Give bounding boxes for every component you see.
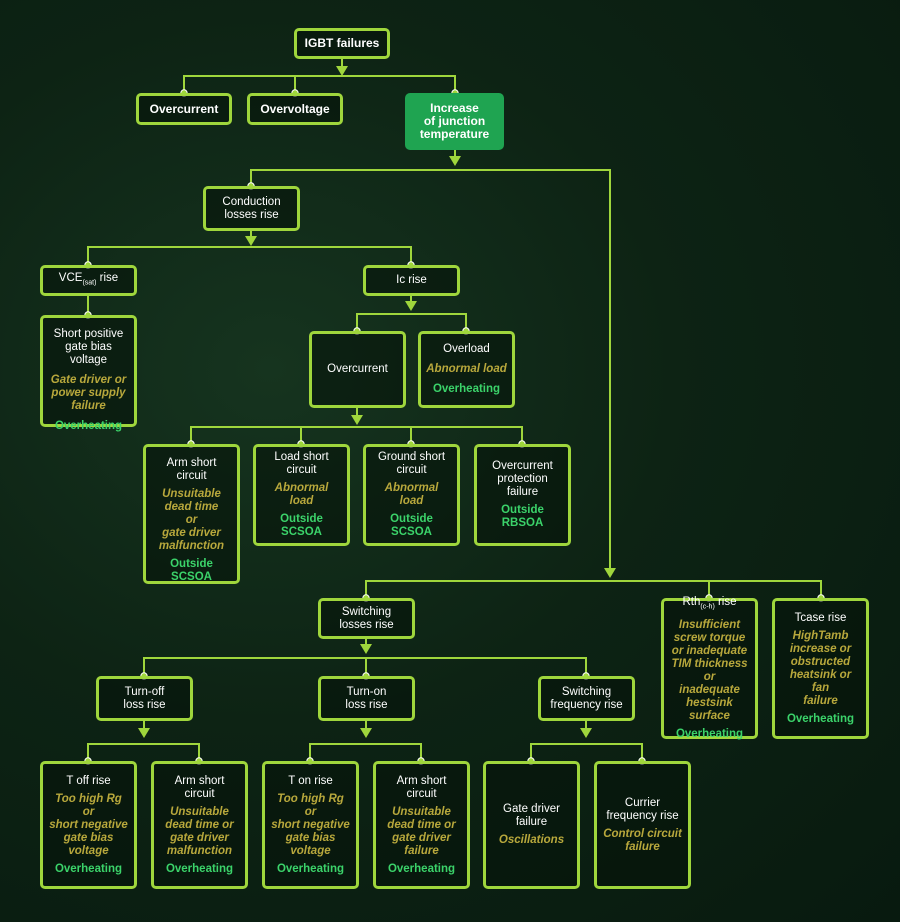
node-result: Overheating: [165, 862, 234, 875]
overcurrent-mid-node: Overcurrent: [309, 331, 406, 408]
connector-arrow: [138, 728, 150, 738]
turn-off-loss-node: Turn-off loss rise: [96, 676, 193, 721]
node-title: Turn-off loss rise: [123, 685, 166, 711]
node-title: Ground short circuit: [377, 451, 446, 476]
node-result: Outside SCSOA: [280, 513, 323, 538]
connector-arrow: [360, 644, 372, 654]
connector-arrow: [449, 156, 461, 166]
rth-rise-node: Rth(c-h) rise Insufficient screw torque …: [661, 596, 758, 740]
tcase-rise-node: Tcase rise HighTamb increase or obstruct…: [772, 598, 869, 739]
node-result: Overheating: [387, 862, 456, 875]
connector-line: [87, 743, 200, 761]
node-result: Overheating: [54, 420, 123, 432]
connector-arrow: [580, 728, 592, 738]
connector-arrow: [405, 301, 417, 311]
arm-short-circuit-node-3: Arm short circuit Unsuitable dead time o…: [373, 761, 470, 889]
connector-arrow: [351, 415, 363, 425]
connector-line: [250, 169, 611, 568]
node-result: Overheating: [675, 727, 744, 740]
node-title: IGBT failures: [304, 36, 380, 50]
node-title: Currier frequency rise: [606, 796, 679, 822]
node-result: Outside SCSOA: [170, 558, 213, 583]
node-result: Outside RBSOA: [501, 504, 544, 529]
node-title: Turn-on loss rise: [345, 685, 388, 711]
overvoltage-node: Overvoltage: [247, 93, 343, 125]
connector-line: [87, 246, 412, 265]
node-title: Rth(c-h) rise: [682, 596, 737, 611]
node-cause: Unsuitable dead time or gate driver fail…: [387, 805, 456, 857]
connector-arrow: [245, 236, 257, 246]
node-cause: Abnormal load: [274, 482, 329, 507]
node-title: Switching losses rise: [339, 605, 394, 631]
node-title: Arm short circuit: [174, 774, 225, 800]
node-title: Switching frequency rise: [550, 685, 623, 711]
connector-arrow: [336, 66, 348, 76]
node-title: Load short circuit: [274, 451, 329, 476]
node-title: T off rise: [66, 774, 111, 787]
connector-line: [190, 426, 523, 444]
node-title: Overcurrent: [149, 101, 219, 116]
connector-arrow: [604, 568, 616, 578]
node-title: Overcurrent protection failure: [492, 460, 553, 498]
connector-arrow: [360, 728, 372, 738]
node-title: Overcurrent: [327, 363, 388, 375]
ground-short-circuit-node: Ground short circuit Abnormal load Outsi…: [363, 444, 460, 546]
node-result: Outside SCSOA: [390, 513, 433, 538]
node-cause: Unsuitable dead time or gate driver malf…: [165, 805, 234, 857]
node-title: Ic rise: [396, 274, 427, 286]
node-cause: HighTamb increase or obstructed heatsink…: [789, 629, 852, 707]
connector-line: [183, 75, 456, 93]
node-cause: Insufficient screw torque or inadequate …: [671, 618, 748, 722]
node-title: Short positive gate bias voltage: [53, 328, 124, 366]
junction-temperature-node: Increase of junction temperature: [405, 93, 504, 150]
switching-losses-node: Switching losses rise: [318, 598, 415, 639]
node-result: Overheating: [54, 862, 123, 875]
node-title: Overload: [443, 343, 490, 355]
node-title: Arm short circuit: [166, 457, 217, 482]
connector-line: [530, 743, 643, 761]
node-cause: Too high Rg or short negative gate bias …: [49, 792, 128, 857]
node-title: Overvoltage: [260, 101, 330, 116]
node-title: T on rise: [288, 774, 333, 787]
node-cause: Gate driver or power supply failure: [50, 374, 127, 412]
node-title: VCE(sat) rise: [58, 271, 119, 287]
t-on-rise-node: T on rise Too high Rg or short negative …: [262, 761, 359, 889]
short-gate-bias-node: Short positive gate bias voltage Gate dr…: [40, 315, 137, 432]
node-result: Overheating: [276, 862, 345, 875]
node-title: Gate driver failure: [503, 803, 560, 828]
overcurrent-top-node: Overcurrent: [136, 93, 232, 125]
node-result: Overheating: [786, 712, 855, 725]
overcurrent-protection-failure-node: Overcurrent protection failure Outside R…: [474, 444, 571, 546]
node-cause: Oscillations: [498, 834, 565, 846]
node-cause: Abnormal load: [384, 482, 439, 507]
conduction-losses-node: Conduction losses rise: [203, 186, 300, 231]
t-off-rise-node: T off rise Too high Rg or short negative…: [40, 761, 137, 889]
node-cause: Control circuit failure: [603, 827, 682, 853]
load-short-circuit-node: Load short circuit Abnormal load Outside…: [253, 444, 350, 546]
currier-frequency-node: Currier frequency rise Control circuit f…: [594, 761, 691, 889]
connector-line: [309, 743, 422, 761]
arm-short-circuit-node-2: Arm short circuit Unsuitable dead time o…: [151, 761, 248, 889]
ic-rise-node: Ic rise: [363, 265, 460, 296]
vce-rise-node: VCE(sat) rise: [40, 265, 137, 296]
node-cause: Abnormal load: [426, 363, 507, 375]
node-cause: Unsuitable dead time or gate driver malf…: [158, 488, 225, 552]
node-title: Increase of junction temperature: [419, 101, 490, 141]
node-title: Tcase rise: [794, 611, 847, 624]
node-cause: Too high Rg or short negative gate bias …: [271, 792, 350, 857]
arm-short-circuit-node-1: Arm short circuit Unsuitable dead time o…: [143, 444, 240, 584]
switching-frequency-node: Switching frequency rise: [538, 676, 635, 721]
gate-driver-failure-node: Gate driver failure Oscillations: [483, 761, 580, 889]
node-result: Overheating: [432, 383, 501, 395]
connector-line: [356, 313, 467, 331]
overload-node: Overload Abnormal load Overheating: [418, 331, 515, 408]
turn-on-loss-node: Turn-on loss rise: [318, 676, 415, 721]
igbt-failures-node: IGBT failures: [294, 28, 390, 59]
connector-line: [365, 580, 822, 598]
node-title: Arm short circuit: [396, 774, 447, 800]
node-title: Conduction losses rise: [222, 195, 281, 221]
